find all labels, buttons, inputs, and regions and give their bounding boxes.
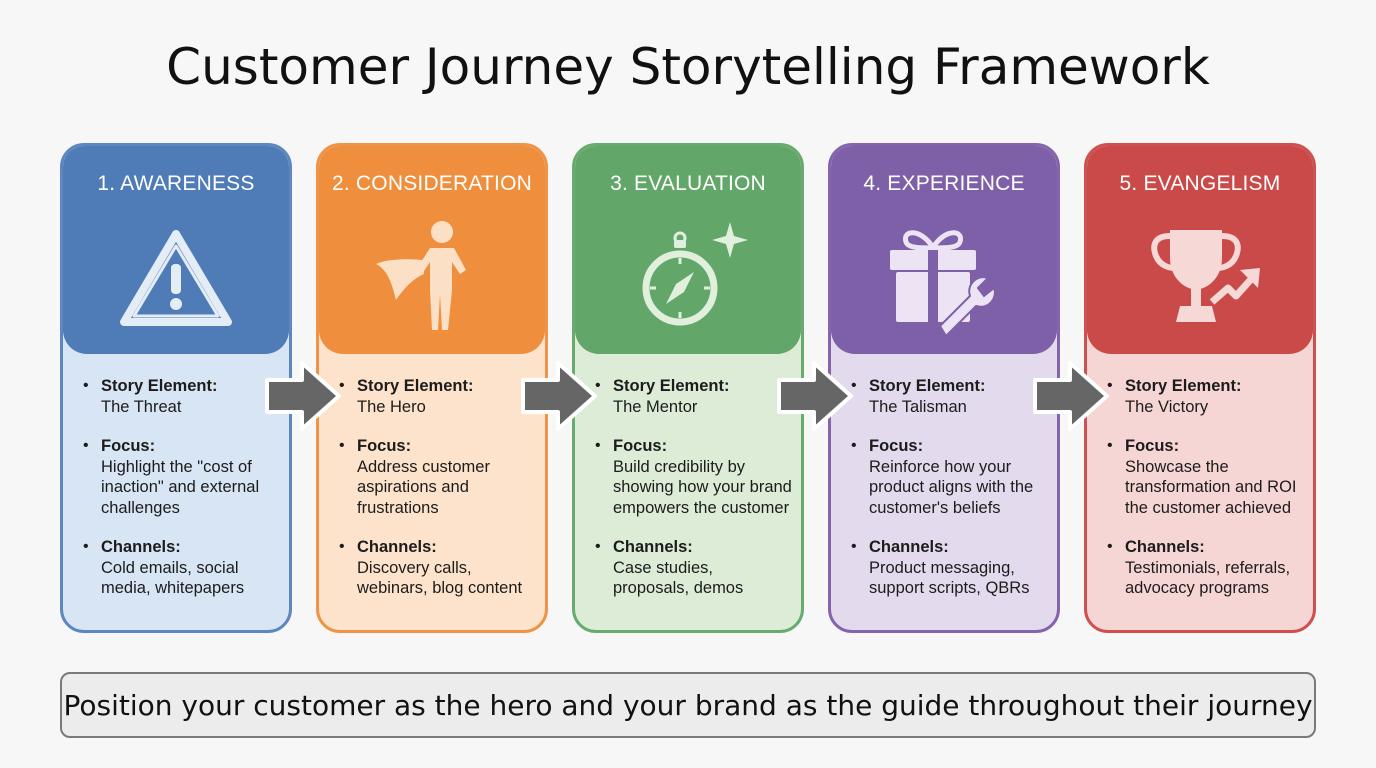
trophy-icon — [1151, 230, 1260, 322]
arrow-right-icon — [777, 361, 853, 431]
stage-label: 1. AWARENESS — [97, 172, 255, 195]
stage-header: 5. EVANGELISM — [1087, 146, 1313, 354]
stage-card-evangelism: 5. EVANGELISM Story Element:The Victory … — [1084, 143, 1316, 633]
list-item: Channels:Discovery calls, webinars, blog… — [337, 537, 537, 599]
list-item: Channels:Cold emails, social media, whit… — [81, 537, 281, 599]
stage-label: 4. EXPERIENCE — [863, 172, 1025, 195]
compass-icon — [642, 222, 748, 326]
list-item: Focus:Build credibility by showing how y… — [593, 436, 793, 518]
list-item: Channels:Product messaging, support scri… — [849, 537, 1049, 599]
page-title: Customer Journey Storytelling Framework — [166, 38, 1210, 96]
stage-header: 4. EXPERIENCE — [831, 146, 1057, 354]
list-item: Story Element:The Mentor — [593, 376, 793, 417]
list-item: Focus:Reinforce how your product aligns … — [849, 436, 1049, 518]
list-item: Story Element:The Talisman — [849, 376, 1049, 417]
stage-card-consideration: 2. CONSIDERATION Story Element:The Hero … — [316, 143, 548, 633]
stage-header: 1. AWARENESS — [63, 146, 289, 354]
footer-text: Position your customer as the hero and y… — [63, 688, 1313, 722]
list-item: Story Element:The Victory — [1105, 376, 1305, 417]
stage-label: 2. CONSIDERATION — [331, 172, 532, 195]
stage-card-awareness: 1. AWARENESS Story Element:The Threat Fo… — [60, 143, 292, 633]
hero-icon — [376, 221, 466, 330]
stage-card-experience: 4. EXPERIENCE Story Element:The Talisman… — [828, 143, 1060, 633]
list-item: Story Element:The Threat — [81, 376, 281, 417]
stage-label: 3. EVALUATION — [610, 172, 766, 195]
stage-header: 3. EVALUATION — [575, 146, 801, 354]
warning-icon — [120, 230, 232, 326]
stage-card-evaluation: 3. EVALUATION Story Element:The Mentor F… — [572, 143, 804, 633]
list-item: Story Element:The Hero — [337, 376, 537, 417]
arrow-right-icon — [1033, 361, 1109, 431]
gift-wrench-icon — [890, 230, 996, 338]
list-item: Focus:Showcase the transformation and RO… — [1105, 436, 1305, 518]
list-item: Focus:Highlight the "cost of inaction" a… — [81, 436, 281, 518]
list-item: Channels:Case studies, proposals, demos — [593, 537, 793, 599]
list-item: Focus:Address customer aspirations and f… — [337, 436, 537, 518]
arrow-right-icon — [521, 361, 597, 431]
list-item: Channels:Testimonials, referrals, advoca… — [1105, 537, 1305, 599]
stage-label: 5. EVANGELISM — [1119, 172, 1281, 195]
arrow-right-icon — [265, 361, 341, 431]
footer-banner: Position your customer as the hero and y… — [60, 672, 1316, 738]
stage-header: 2. CONSIDERATION — [319, 146, 545, 354]
